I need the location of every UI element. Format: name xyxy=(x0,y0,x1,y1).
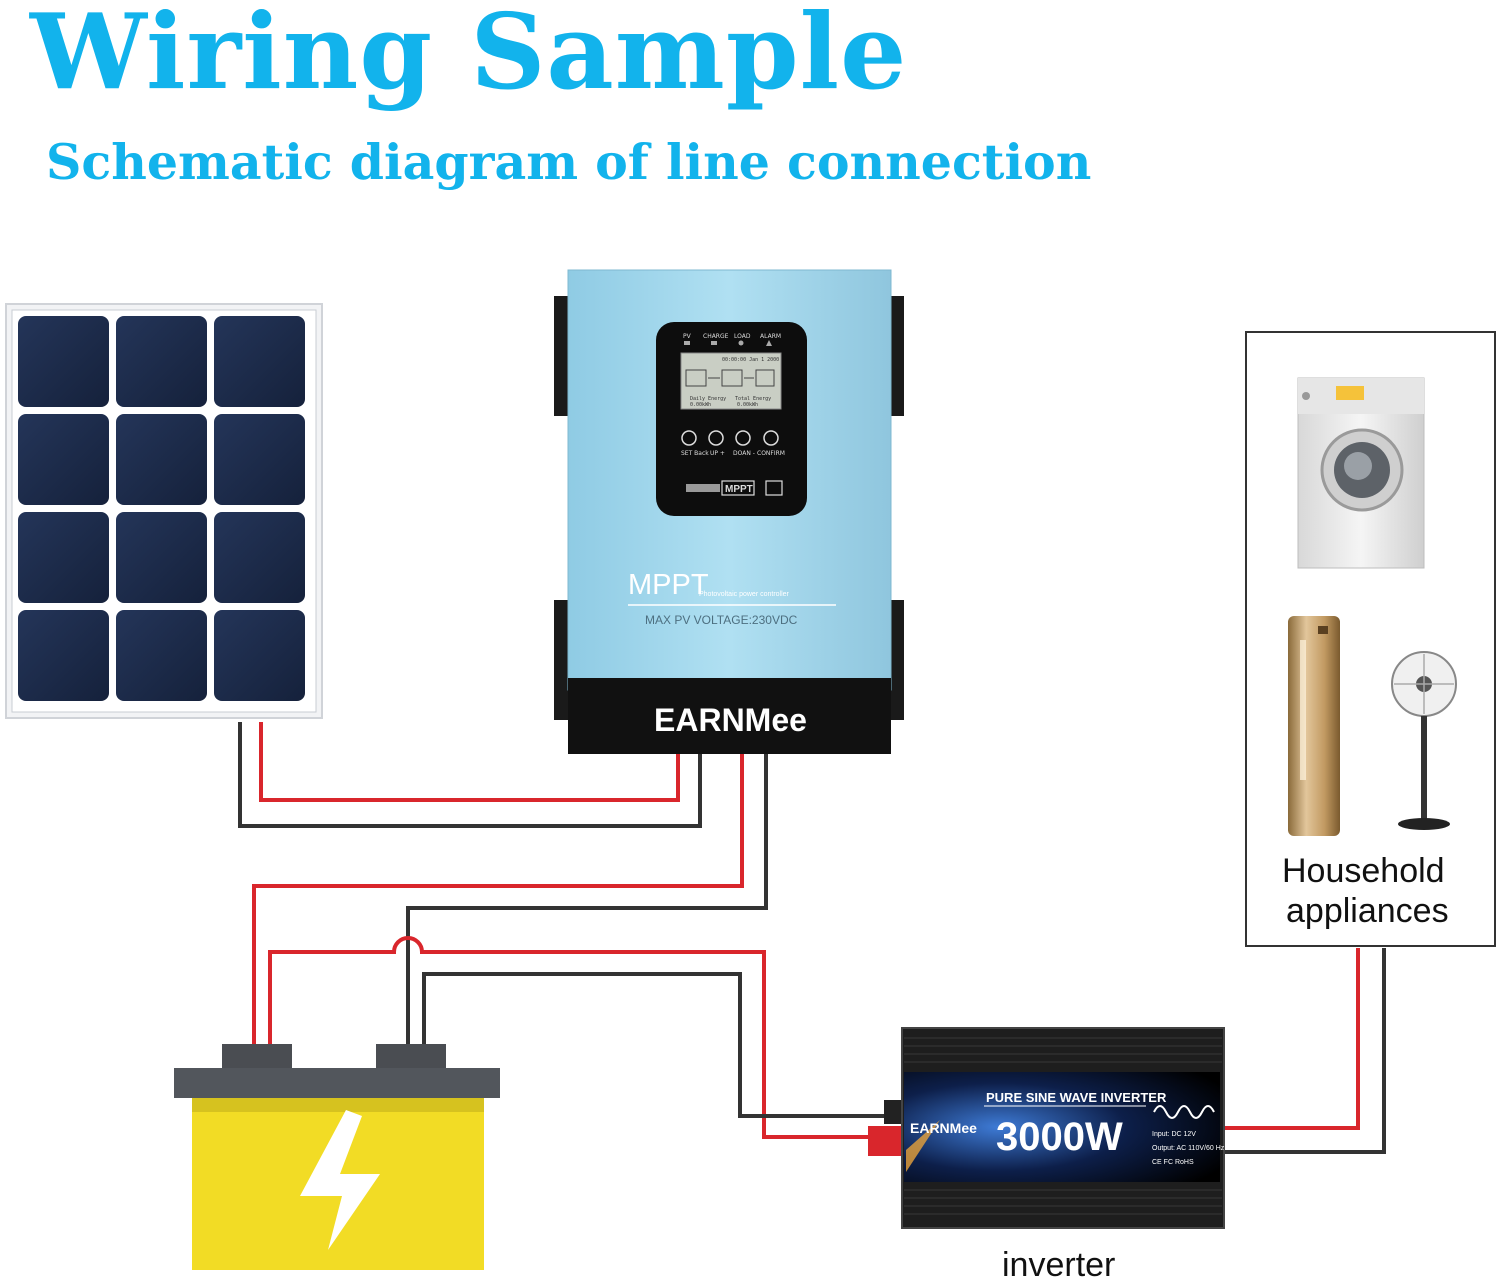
inverter-caption: inverter xyxy=(1002,1246,1115,1282)
solar-cells xyxy=(18,316,305,701)
sine-wave-icon xyxy=(1153,1105,1215,1119)
wire-pv-positive xyxy=(259,722,680,802)
page-subtitle: Schematic diagram of line connection xyxy=(46,133,1092,191)
solar-panel xyxy=(5,303,323,719)
status-charge-label: CHARGE xyxy=(703,333,729,340)
washing-machine-icon xyxy=(1297,377,1425,569)
wire-ac-live xyxy=(1222,948,1360,1130)
inverter-headline: PURE SINE WAVE INVERTER xyxy=(986,1090,1167,1105)
wire-batt-negative xyxy=(406,752,768,1046)
appliances-caption-line2: appliances xyxy=(1286,892,1449,930)
down-label: DOAN - xyxy=(733,450,755,457)
lcd-daily-value: 0.00kWh xyxy=(690,402,711,408)
battery-negative-terminal xyxy=(376,1044,446,1070)
page-title: Wiring Sample xyxy=(30,0,908,113)
inverter-input: Input: DC 12V xyxy=(1152,1131,1196,1138)
status-indicators: PV CHARGE LOAD ALARM xyxy=(683,333,781,346)
model-subtitle: Photovoltaic power controller xyxy=(699,591,790,598)
wires xyxy=(238,722,1386,1154)
inverter-power: 3000W xyxy=(996,1115,1123,1159)
mppt-flow-bar: MPPT xyxy=(686,480,783,496)
status-pv-label: PV xyxy=(683,333,692,340)
status-load-label: LOAD xyxy=(734,333,751,340)
set-back-button[interactable] xyxy=(681,430,697,446)
inverter-brand: EARNMee xyxy=(910,1120,977,1136)
inverter-certs: CE FC RoHS xyxy=(1152,1159,1194,1166)
air-conditioner-icon xyxy=(1288,616,1340,836)
status-alarm-label: ALARM xyxy=(760,333,781,340)
set-back-label: SET Back xyxy=(681,450,709,457)
up-button[interactable] xyxy=(708,430,724,446)
lcd-clock: 00:00:00 Jan 1 2000 xyxy=(722,357,779,363)
model-name: MPPT xyxy=(628,569,709,601)
fan-icon xyxy=(1391,651,1457,830)
lcd-screen xyxy=(680,352,782,410)
confirm-label: CONFIRM xyxy=(757,450,785,457)
controller-brand: EARNMee xyxy=(654,702,807,738)
wire-ac-neutral xyxy=(1222,948,1386,1154)
mppt-controller: PV CHARGE LOAD ALARM 00:00:00 Jan 1 2000… xyxy=(554,269,904,754)
wire-pv-negative xyxy=(238,722,702,828)
max-voltage-label: MAX PV VOLTAGE:230VDC xyxy=(645,613,798,627)
lightning-bolt-icon xyxy=(300,1110,380,1250)
wire-batt-positive xyxy=(252,752,744,1046)
battery-positive-terminal xyxy=(222,1044,292,1070)
appliances-box: Household appliances xyxy=(1245,331,1496,947)
lcd-daily-label: Daily Energy xyxy=(690,396,726,402)
up-label: UP + xyxy=(710,450,725,457)
lcd-total-value: 0.00kWh xyxy=(737,402,758,408)
battery xyxy=(174,1044,500,1270)
lcd-icons xyxy=(685,369,775,387)
lcd-total-label: Total Energy xyxy=(735,396,771,402)
control-buttons xyxy=(681,430,779,446)
wire-inv-negative xyxy=(422,972,884,1118)
inverter: EARNMee PURE SINE WAVE INVERTER 3000W In… xyxy=(868,1027,1225,1282)
mppt-badge: MPPT xyxy=(725,484,753,495)
wire-inv-positive xyxy=(268,936,870,1139)
down-button[interactable] xyxy=(735,430,751,446)
inverter-output: Output: AC 110V/60 Hz xyxy=(1152,1145,1225,1152)
appliances-caption-line1: Household xyxy=(1282,852,1445,890)
confirm-button[interactable] xyxy=(763,430,779,446)
